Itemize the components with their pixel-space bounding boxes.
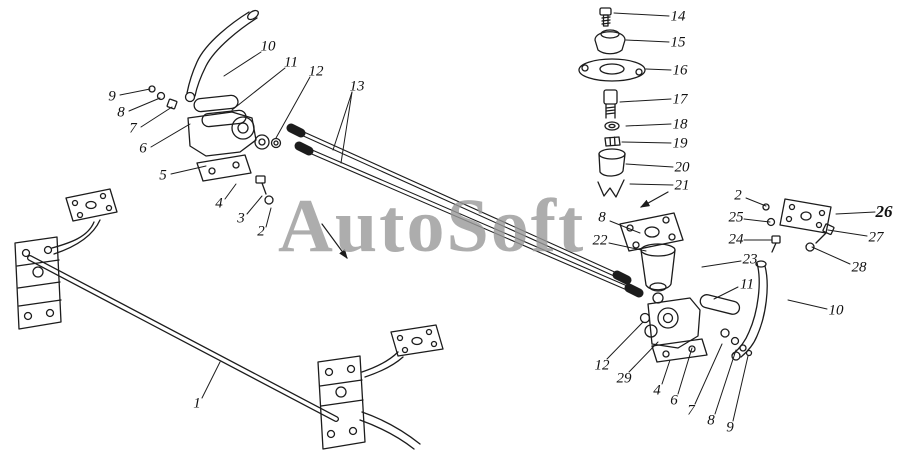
part-label-20: 20 [674, 159, 690, 176]
part-label-27: 27 [868, 229, 884, 246]
part-label-5: 5 [159, 167, 167, 184]
part-label-8-lower-right: 8 [707, 412, 715, 429]
pivot-housing-drawing [640, 243, 676, 304]
part-label-11-right: 11 [740, 276, 754, 293]
bottom-mount-plate-drawing [390, 324, 444, 357]
part-label-24: 24 [728, 231, 744, 248]
part-label-29: 29 [616, 370, 632, 387]
part-label-4-right: 4 [653, 382, 661, 399]
part-label-3: 3 [237, 210, 245, 227]
part-label-21: 21 [674, 177, 690, 194]
left-lever-drawing [51, 219, 101, 255]
part-label-14: 14 [670, 8, 686, 25]
part-label-8-right: 8 [598, 209, 606, 226]
part-label-25: 25 [728, 209, 744, 226]
part-label-23: 23 [742, 251, 758, 268]
part-label-1: 1 [193, 395, 201, 412]
lower-mount-bracket-drawing [619, 212, 684, 252]
part-label-18: 18 [672, 116, 688, 133]
left-mount-plate-drawing [65, 188, 118, 222]
part-label-4-upper-left: 4 [215, 195, 223, 212]
right-bracket-housing-drawing [639, 294, 753, 363]
part-label-6-upper-left: 6 [139, 140, 147, 157]
part-label-28: 28 [851, 259, 867, 276]
part-label-6-right: 6 [670, 392, 678, 409]
part-label-19: 19 [672, 135, 688, 152]
upper-plate-drawing [196, 154, 274, 205]
part-label-7-upper-left: 7 [129, 120, 137, 137]
part-label-22: 22 [592, 232, 608, 249]
part-label-7-right: 7 [687, 402, 695, 419]
right-mount-plate-drawing [779, 198, 832, 234]
part-label-26: 26 [875, 202, 893, 221]
leader-lines [119, 12, 876, 422]
part-label-2-upper-left: 2 [257, 223, 265, 240]
direction-arrows [321, 191, 669, 259]
part-label-15: 15 [670, 34, 686, 51]
part-label-9-upper-left: 9 [108, 88, 116, 105]
upper-left-fasteners-drawing [148, 85, 178, 110]
part-label-12-right: 12 [594, 357, 610, 374]
part-label-8-upper-left: 8 [117, 104, 125, 121]
stabilizer-rods-drawing [286, 123, 644, 298]
upper-mount-stack-drawing [578, 7, 646, 198]
part-label-13: 13 [349, 78, 365, 95]
upper-left-lever-drawing [184, 9, 259, 103]
part-label-10-upper-left: 10 [260, 38, 276, 55]
upper-bracket-housing-drawing [187, 111, 282, 157]
bottom-bracket-drawing [317, 355, 366, 450]
tie-rod-drawing [27, 255, 339, 422]
part-label-17: 17 [672, 91, 688, 108]
part-label-10-right: 10 [828, 302, 844, 319]
part-label-11-upper-left: 11 [284, 54, 298, 71]
bottom-lever-drawing [359, 351, 421, 450]
part-label-9-lower-right: 9 [726, 419, 734, 436]
upper-pins-drawing [193, 94, 247, 128]
part-label-12-upper-left: 12 [308, 63, 324, 80]
part-label-2-right: 2 [734, 187, 742, 204]
left-bracket-drawing [14, 236, 62, 330]
part-label-16: 16 [672, 62, 688, 79]
